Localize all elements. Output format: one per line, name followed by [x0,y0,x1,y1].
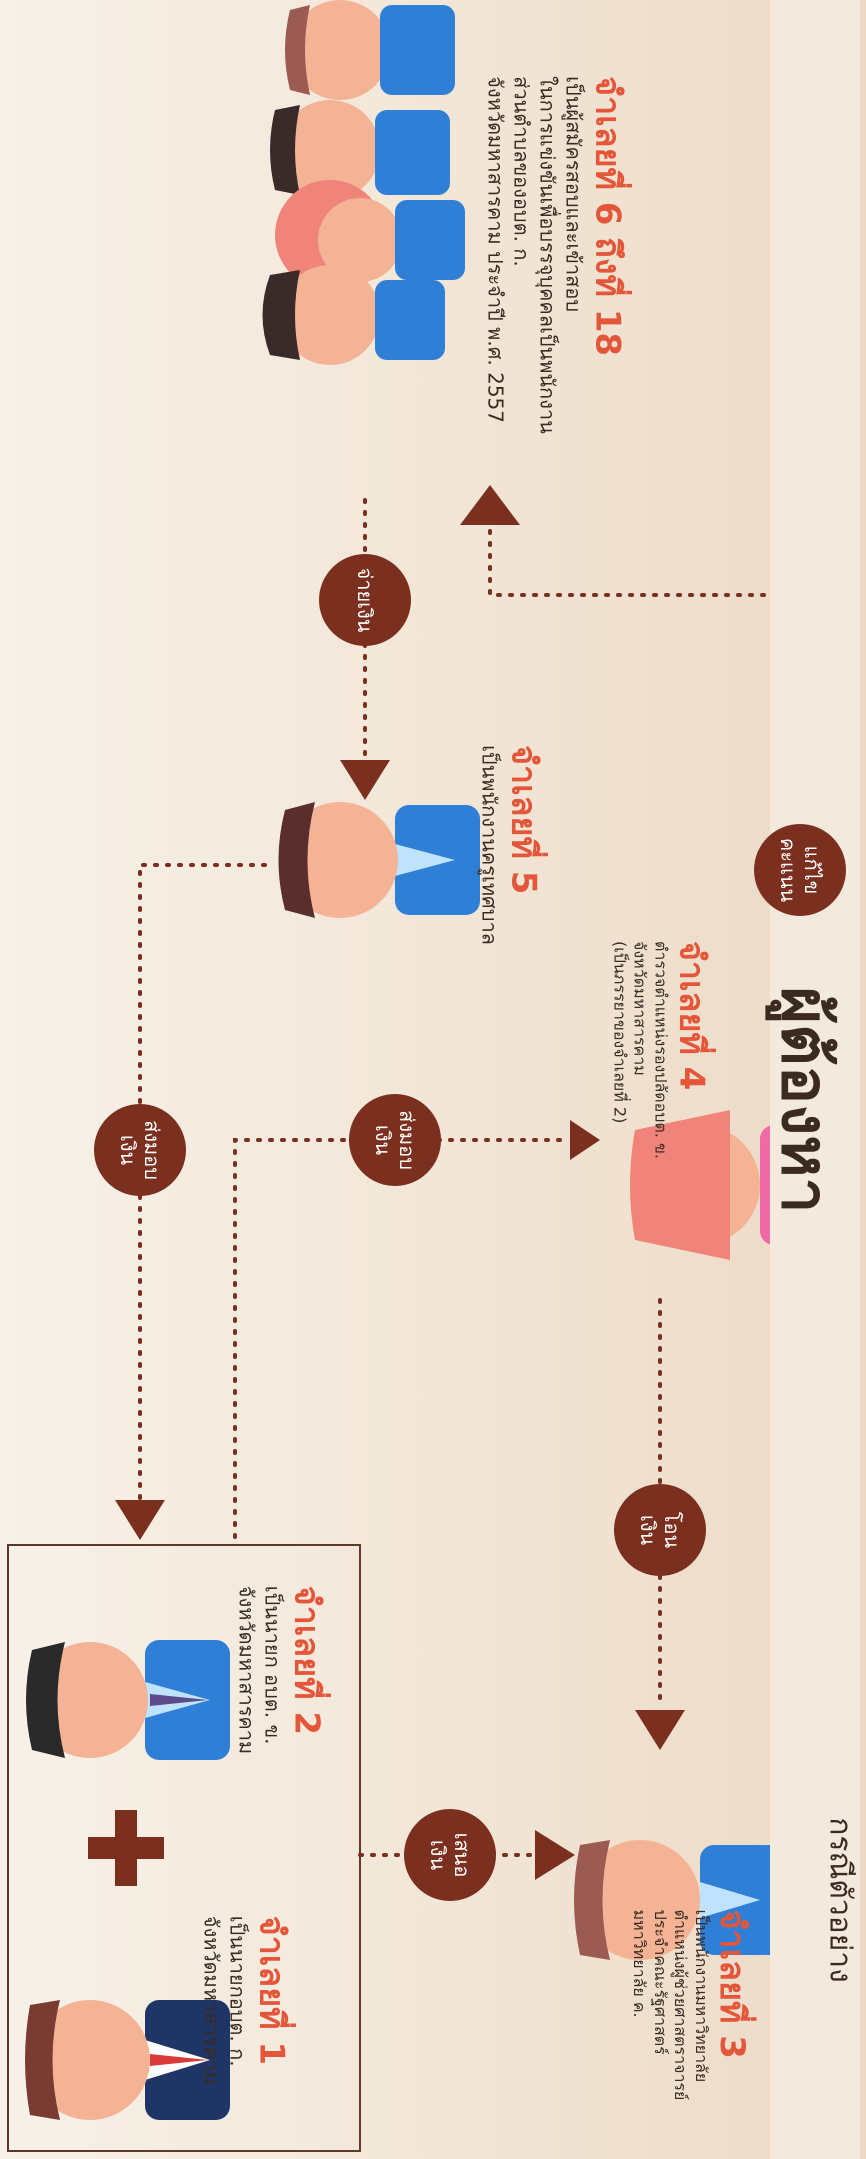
accused-6-18-desc-4: จังหวัดมหาสารคาม ประจำปี พ.ศ. 2557 [483,76,508,424]
accused-2-desc-1: เป็นนายก อบต. ข. [260,1585,285,1745]
accused-4-title: จำเลยที่ 4 [671,940,712,1091]
footer-caption: กรณีตัวอย่าง [822,1817,858,1983]
accused-6-18-title: จำเลยที่ 6 ถึงที่ 18 [587,76,628,357]
flow-fix-score [488,528,802,1857]
accused-1-label: จำเลยที่ 1 เป็นนายกอบต. ก. จังหวัดมหาสาร… [199,1916,292,2084]
flow-deliver-money-b [233,1138,562,1547]
arrow-to-accused-3 [535,1830,575,1880]
accused-6-18-desc-3: ส่วนตำบลของอบต. ก. [509,76,534,267]
accused-2-desc-2: จังหวัดมหาสารคาม [234,1585,259,1755]
action-pay-money-text: จ่ายเงิน [353,567,377,633]
arrow-to-accused-4 [570,1120,600,1160]
accused-1-figure [25,2000,230,2120]
accused-5-label: จำเลยที่ 5 เป็นพนักงานครูเทศบาล [477,745,544,945]
accused-6-18-desc-1: เป็นผู้สมัครสอบและเข้าสอบ [561,76,586,313]
action-transfer-money: โอน เงิน [614,1484,706,1576]
accused-3-label: จำเลยที่ 3 เป็นพนักงานมหาวิทยาลัย ตำแหน่… [628,1910,752,2101]
accused-6-18-desc-2: ในการแข่งขันเพื่อบรรจุบุคคลเป็นพนักงาน [535,76,560,434]
title-strip [770,0,860,2159]
action-fix-score: แก้ไข คะแนน [754,824,846,916]
accused-5-figure [278,802,480,918]
arrow-to-accused-3-b [635,1710,685,1750]
accused-4-desc-3: (เป็นภรรยาของจำเลยที่ 2) [610,940,630,1124]
accused-1-desc-1: เป็นนายกอบต. ก. [225,1915,250,2067]
accused-6-18-group [262,0,465,365]
accused-4-desc-2: จังหวัดมหาสารคาม [631,940,650,1076]
action-pay-money: จ่ายเงิน [319,554,411,646]
accused-3-desc-4: มหาวิทยาลัย ค. [629,1909,649,2018]
arrow-to-accused-6-18 [460,485,520,525]
accused-3-desc-2: ตำแหน่งผู้ช่วยศาสตราจารย์ [671,1909,691,2101]
action-deliver-money-a: ส่งมอบ เงิน [94,1104,186,1196]
accused-5-desc-1: เป็นพนักงานครูเทศบาล [477,745,502,945]
action-fix-score-text: แก้ไข คะแนน [776,837,824,903]
accused-3-figure [574,1840,790,1960]
arrow-to-accused-5 [340,760,390,800]
accused-5-title: จำเลยที่ 5 [503,745,544,895]
group-box-accused-1-2 [7,1544,361,2152]
accused-4-desc-1: ตำรวจตำแหน่งรองปลัดอบต. ข. [651,940,671,1160]
action-offer-money: เสนอ เงิน [404,1809,496,1901]
action-deliver-money-b-text: ส่งมอบ เงิน [371,1110,419,1170]
accused-4-label: จำเลยที่ 4 ตำรวจตำแหน่งรองปลัดอบต. ข. จั… [608,941,711,1159]
accused-3-desc-1: เป็นพนักงานมหาวิทยาลัย [692,1909,712,2083]
arrow-to-group-a [115,1500,165,1540]
accused-3-title: จำเลยที่ 3 [711,1909,752,2059]
accused-1-title: จำเลยที่ 1 [251,1915,292,2066]
accused-3-desc-3: ประจำคณะรัฐศาสตร์ [650,1909,670,2055]
accused-2-label: จำเลยที่ 2 เป็นนายก อบต. ข. จังหวัดมหาสา… [234,1586,327,1754]
accused-1-desc-2: จังหวัดมหาสารคาม [199,1915,224,2085]
page-title: ผู้ต้องหา [767,986,841,1214]
action-deliver-money-a-text: ส่งมอบ เงิน [116,1120,164,1180]
accused-6-18-label: จำเลยที่ 6 ถึงที่ 18 เป็นผู้สมัครสอบและเ… [483,76,628,434]
action-offer-money-text: เสนอ เงิน [426,1832,474,1878]
action-transfer-money-text: โอน เงิน [636,1511,684,1549]
accused-2-title: จำเลยที่ 2 [286,1585,327,1736]
action-deliver-money-b: ส่งมอบ เงิน [349,1094,441,1186]
accused-2-figure [26,1640,230,1760]
